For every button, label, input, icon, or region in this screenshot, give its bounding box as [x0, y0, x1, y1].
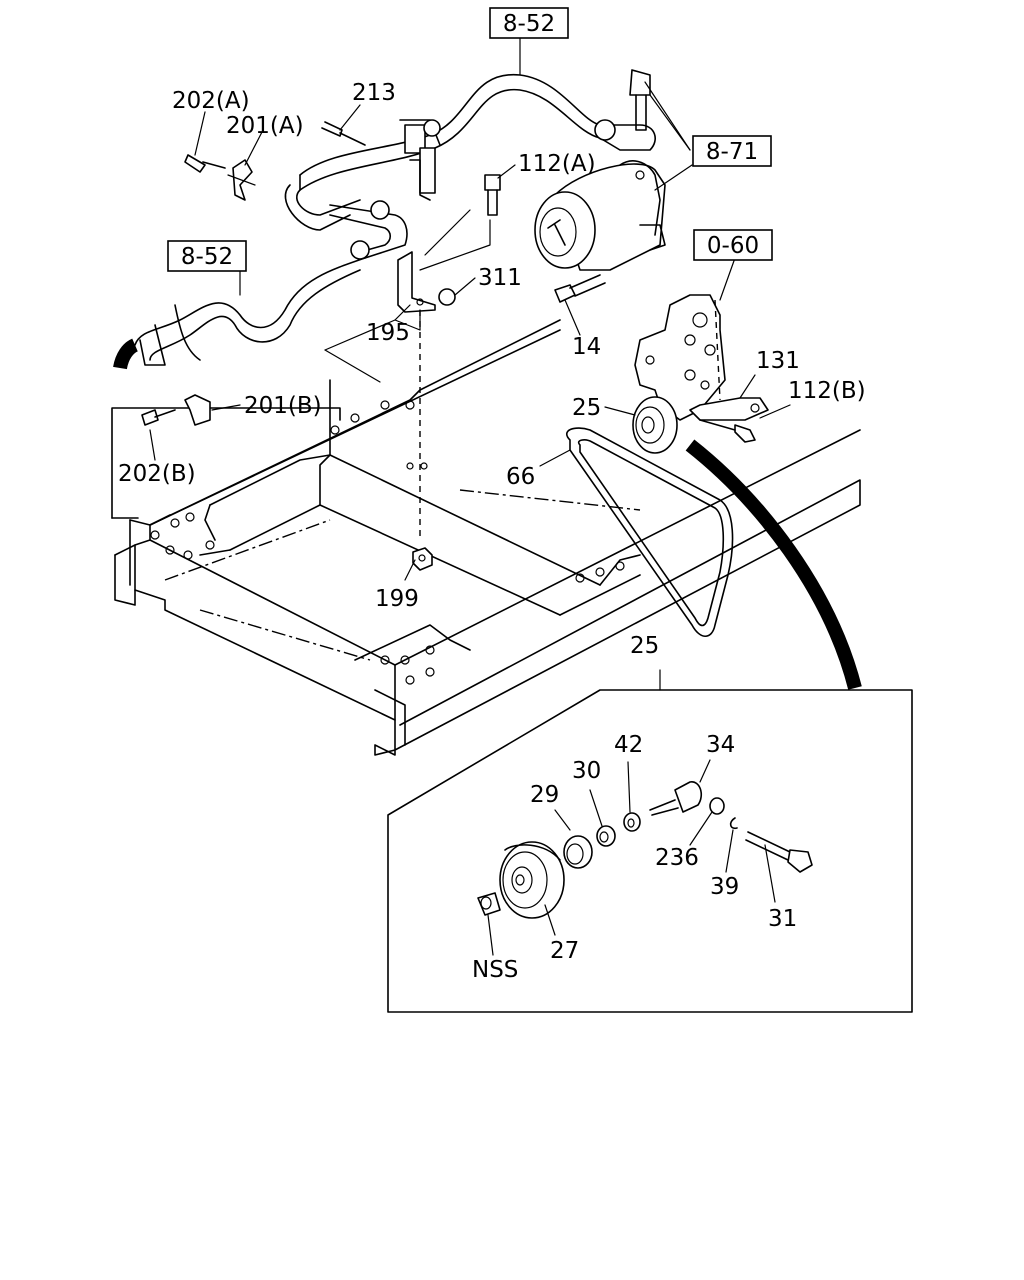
label-213: 213 — [352, 80, 396, 106]
svg-text:8-52: 8-52 — [503, 11, 555, 37]
label-34: 34 — [706, 732, 735, 758]
label-31: 31 — [768, 906, 797, 932]
belt-66 — [565, 427, 734, 638]
idler-pulley-25 — [632, 396, 678, 454]
label-236: 236 — [655, 845, 699, 871]
detail-arc-left — [113, 338, 139, 370]
ref-box-0-60[interactable]: 0-60 — [693, 229, 773, 261]
label-131: 131 — [756, 348, 800, 374]
svg-text:8-52: 8-52 — [181, 244, 233, 270]
detail-box — [387, 669, 913, 1013]
ac-compressor — [534, 69, 666, 271]
label-202b: 202(B) — [118, 461, 196, 487]
clamp-201a — [184, 154, 256, 201]
detail-arc-right — [685, 439, 862, 690]
label-66: 66 — [506, 464, 535, 490]
label-25-detail: 25 — [630, 633, 659, 659]
svg-text:0-60: 0-60 — [707, 233, 759, 259]
ref-box-8-52-top[interactable]: 8-52 — [489, 7, 569, 39]
label-199: 199 — [375, 586, 419, 612]
label-39: 39 — [710, 874, 739, 900]
nut-199 — [412, 547, 433, 571]
label-14: 14 — [572, 334, 601, 360]
label-202a: 202(A) — [172, 88, 250, 114]
part-labels: 202(A) 201(A) 213 112(A) 311 195 14 131 … — [118, 80, 866, 983]
label-112b: 112(B) — [788, 378, 866, 404]
label-nss: NSS — [472, 957, 518, 983]
leader-lines — [149, 37, 791, 581]
ac-hoses — [134, 74, 656, 366]
label-27: 27 — [550, 938, 579, 964]
ref-box-8-52-left[interactable]: 8-52 — [167, 240, 247, 272]
label-201a: 201(A) — [226, 113, 304, 139]
ref-box-8-71[interactable]: 8-71 — [692, 135, 772, 167]
label-195: 195 — [366, 320, 410, 346]
svg-text:8-71: 8-71 — [706, 139, 758, 165]
label-201b: 201(B) — [244, 393, 322, 419]
label-30: 30 — [572, 758, 601, 784]
label-42: 42 — [614, 732, 643, 758]
bracket-195 — [324, 174, 501, 540]
label-311: 311 — [478, 265, 522, 291]
tensioner-bracket — [634, 294, 769, 443]
bolt-14 — [554, 274, 606, 303]
label-25: 25 — [572, 395, 601, 421]
frame-holes — [150, 400, 625, 685]
label-29: 29 — [530, 782, 559, 808]
label-112a: 112(A) — [518, 151, 596, 177]
